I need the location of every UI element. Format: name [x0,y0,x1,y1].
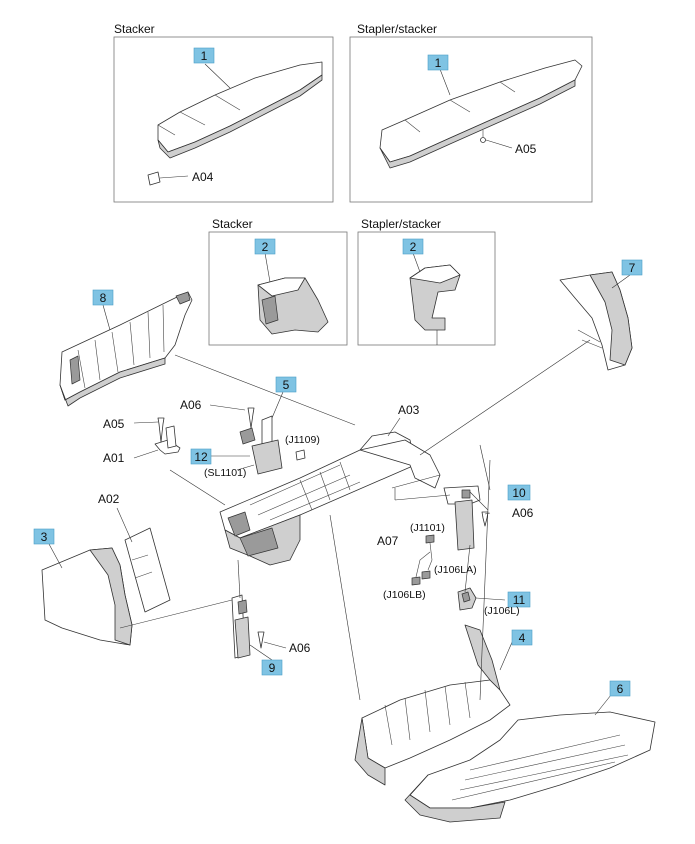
label-a02: A02 [98,492,120,506]
callout-1-stacker: 1 [193,47,215,64]
svg-text:11: 11 [513,593,526,607]
stapler-cover-part [379,59,583,169]
svg-text:2: 2 [262,240,269,254]
callout-4: 4 [511,629,533,646]
callout-3: 3 [33,528,55,545]
right-bracket-part [443,485,481,551]
svg-text:1: 1 [201,49,208,63]
callout-2-stapler: 2 [402,238,424,255]
callout-10: 10 [507,484,531,501]
sensor-bracket-part [239,415,306,475]
svg-text:5: 5 [283,378,290,392]
stacker-guide-label: Stacker [212,217,253,231]
label-j106lb: (J106LB) [383,589,426,601]
stapler-cover-frame [349,36,593,203]
output-tray-part [404,711,656,823]
label-a06-right: A06 [512,506,534,520]
leader-lines [48,63,631,716]
left-upper-frame-part [59,291,193,407]
callout-6: 6 [609,680,631,697]
label-a06-bottom: A06 [289,641,311,655]
stapler-guide-label: Stapler/stacker [361,217,441,231]
callout-1-stapler: 1 [427,54,449,71]
lower-bracket-part [231,594,251,659]
svg-text:12: 12 [194,450,208,464]
svg-text:10: 10 [512,486,526,500]
main-frame-part [219,431,441,566]
a02-plate-part [124,527,171,613]
label-a05-top: A05 [515,142,537,156]
label-a01: A01 [103,451,125,465]
stapler-guide-part [409,264,461,345]
label-sl1101: (SL1101) [204,467,246,479]
stacker-cover-frame [113,36,334,203]
svg-text:7: 7 [629,261,636,275]
svg-text:3: 3 [41,530,48,544]
svg-text:2: 2 [410,240,417,254]
svg-text:4: 4 [519,631,526,645]
svg-text:1: 1 [435,56,442,70]
callout-8: 8 [92,289,114,306]
label-a04: A04 [192,170,214,184]
bracket-a01-upright [165,425,177,449]
screws [157,407,489,649]
label-a03: A03 [398,403,420,417]
label-j1109: (J1109) [285,434,320,446]
stacker-guide-frame [208,231,348,346]
svg-text:6: 6 [617,682,624,696]
callout-2-stacker: 2 [254,238,276,255]
switch-part [457,587,477,611]
label-a06-top: A06 [180,398,202,412]
stacker-cover-label: Stacker [114,22,155,36]
label-j106la: (J106LA) [434,564,477,576]
callout-11: 11 [507,591,531,608]
right-upper-cover-part [559,271,633,371]
label-j1101: (J1101) [410,522,445,534]
callout-5: 5 [275,376,297,393]
callout-7: 7 [621,259,643,276]
lower-frame-part [354,624,511,786]
callout-12: 12 [190,448,212,465]
cable-harness-part [411,534,435,586]
svg-text:8: 8 [100,291,107,305]
svg-text:9: 9 [269,661,276,675]
stacker-guide-part [257,277,329,335]
callout-9: 9 [261,659,283,676]
left-cover-part [41,547,133,646]
stapler-cover-label: Stapler/stacker [357,22,437,36]
label-a05-left: A05 [103,417,125,431]
stacker-cover-part [147,61,323,186]
label-a07: A07 [377,534,399,548]
stapler-guide-frame [357,231,496,346]
label-j106l: (J106L) [484,605,520,617]
